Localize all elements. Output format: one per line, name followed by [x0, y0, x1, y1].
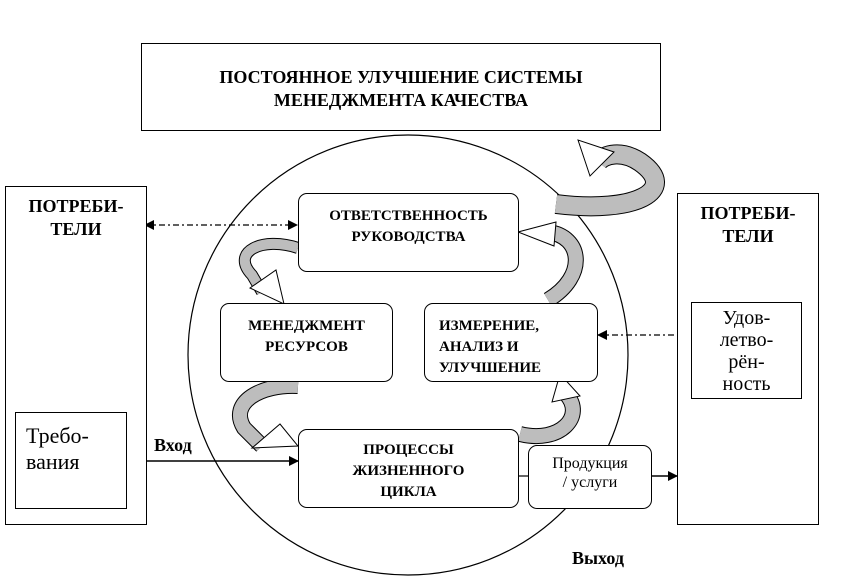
management-responsibility-line-2: РУКОВОДСТВА [351, 229, 466, 245]
customers-right-line-2: ТЕЛИ [722, 225, 774, 246]
continual-improvement-title: ПОСТОЯННОЕ УЛУЧШЕНИЕ СИСТЕМЫ МЕНЕДЖМЕНТА… [142, 66, 660, 111]
product-services-label: Продукция / услуги [529, 454, 651, 492]
measurement-analysis-label: ИЗМЕРЕНИЕ, АНАЛИЗ И УЛУЧШЕНИЕ [439, 316, 541, 379]
resource-management-label: МЕНЕДЖМЕНТ РЕСУРСОВ [221, 316, 392, 358]
life-cycle-line-2: ЖИЗНЕННОГО [352, 463, 465, 479]
customers-left-line-1: ПОТРЕБИ- [28, 196, 124, 216]
output-label: Выход [572, 548, 624, 568]
product-line-2: / услуги [562, 474, 618, 492]
title-line-2: МЕНЕДЖМЕНТА КАЧЕСТВА [273, 89, 529, 110]
input-label: Вход [154, 435, 192, 455]
resource-management-line-1: МЕНЕДЖМЕНТ [248, 318, 365, 334]
satisfaction-line-1: Удов- [722, 307, 771, 329]
measurement-line-1: ИЗМЕРЕНИЕ, [439, 318, 540, 334]
customers-left-label: ПОТРЕБИ- ТЕЛИ [6, 195, 146, 240]
process-circle [187, 134, 629, 576]
satisfaction-line-3: рён- [728, 351, 765, 373]
curved-arrow-responsibility-to-resources [239, 238, 300, 305]
product-services-box: Продукция / услуги [528, 445, 652, 509]
satisfaction-line-2: летво- [719, 329, 774, 351]
title-line-1: ПОСТОЯННОЕ УЛУЧШЕНИЕ СИСТЕМЫ [219, 67, 583, 87]
measurement-analysis-box: ИЗМЕРЕНИЕ, АНАЛИЗ И УЛУЧШЕНИЕ [424, 303, 598, 382]
management-responsibility-box: ОТВЕТСТВЕННОСТЬ РУКОВОДСТВА [298, 193, 519, 272]
satisfaction-line-4: ность [722, 373, 771, 395]
management-responsibility-label: ОТВЕТСТВЕННОСТЬ РУКОВОДСТВА [299, 206, 518, 248]
life-cycle-processes-box: ПРОЦЕССЫ ЖИЗНЕННОГО ЦИКЛА [298, 429, 519, 508]
curved-arrow-to-continual-improvement [554, 139, 665, 217]
life-cycle-line-3: ЦИКЛА [380, 484, 437, 500]
measurement-line-2: АНАЛИЗ И [439, 339, 519, 355]
product-line-1: Продукция [552, 455, 628, 472]
resource-management-box: МЕНЕДЖМЕНТ РЕСУРСОВ [220, 303, 393, 382]
management-responsibility-line-1: ОТВЕТСТВЕННОСТЬ [329, 208, 488, 224]
satisfaction-box: Удов- летво- рён- ность [691, 302, 802, 399]
satisfaction-label: Удов- летво- рён- ность [692, 307, 801, 395]
requirements-line-1: Требо- [26, 423, 89, 448]
curved-arrow-resources-to-lifecycle [232, 377, 300, 452]
curved-arrow-lifecycle-to-measurement [518, 372, 581, 444]
requirements-line-2: вания [26, 449, 80, 475]
customers-left-line-2: ТЕЛИ [50, 218, 102, 239]
requirements-label: Требо- вания [26, 423, 89, 476]
resource-management-line-2: РЕСУРСОВ [265, 339, 348, 355]
curved-arrow-measurement-to-responsibility [516, 221, 584, 307]
continual-improvement-box: ПОСТОЯННОЕ УЛУЧШЕНИЕ СИСТЕМЫ МЕНЕДЖМЕНТА… [141, 43, 661, 131]
life-cycle-processes-label: ПРОЦЕССЫ ЖИЗНЕННОГО ЦИКЛА [299, 440, 518, 503]
measurement-line-3: УЛУЧШЕНИЕ [439, 360, 542, 376]
customers-right-label: ПОТРЕБИ- ТЕЛИ [678, 202, 818, 247]
requirements-box: Требо- вания [15, 412, 127, 509]
life-cycle-line-1: ПРОЦЕССЫ [363, 442, 454, 458]
customers-right-line-1: ПОТРЕБИ- [700, 203, 796, 223]
